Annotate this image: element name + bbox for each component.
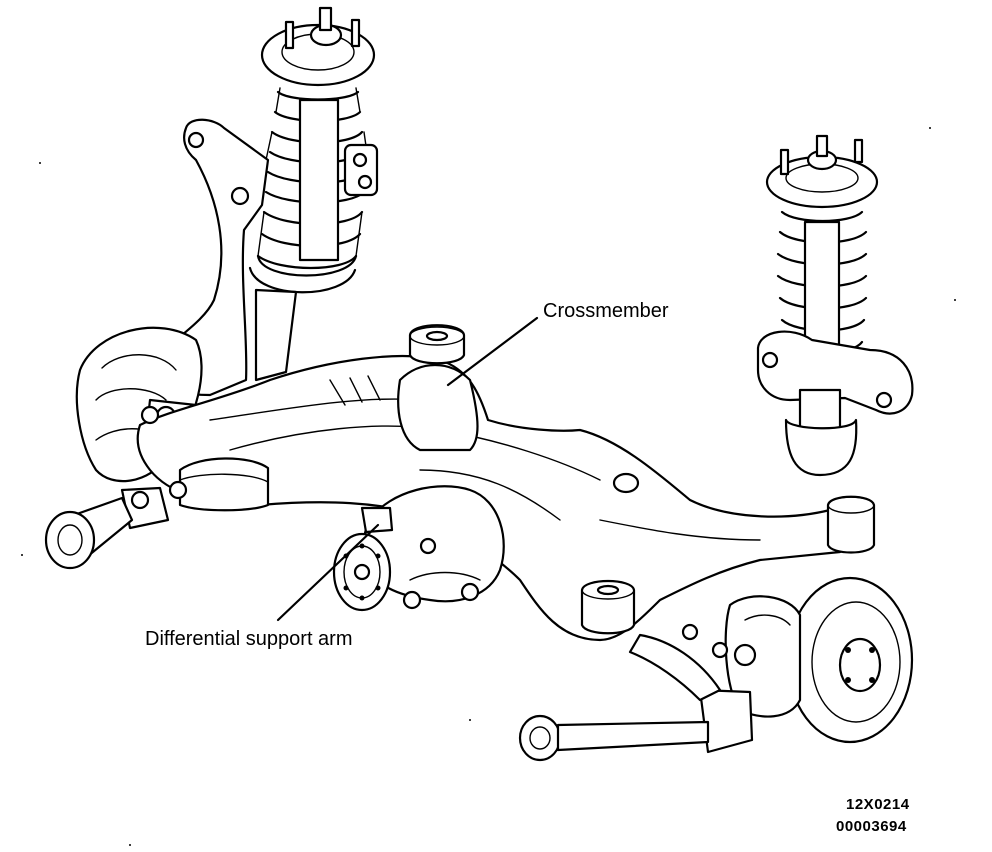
right-strut-assembly (756, 134, 914, 477)
figure-code-line1: 12X0214 (846, 796, 910, 813)
left-strut-assembly (248, 6, 379, 294)
differential (332, 485, 505, 612)
right-brake-disc (518, 576, 914, 762)
figure-code-line2: 00003694 (836, 818, 907, 835)
differential-support-arm-leader-line (276, 523, 380, 622)
crossmember-label: Crossmember (543, 300, 669, 322)
crossmember (136, 324, 876, 642)
crossmember-leader-line (446, 316, 539, 387)
differential-support-arm-label: Differential support arm (145, 628, 353, 650)
scan-specks (21, 127, 956, 846)
